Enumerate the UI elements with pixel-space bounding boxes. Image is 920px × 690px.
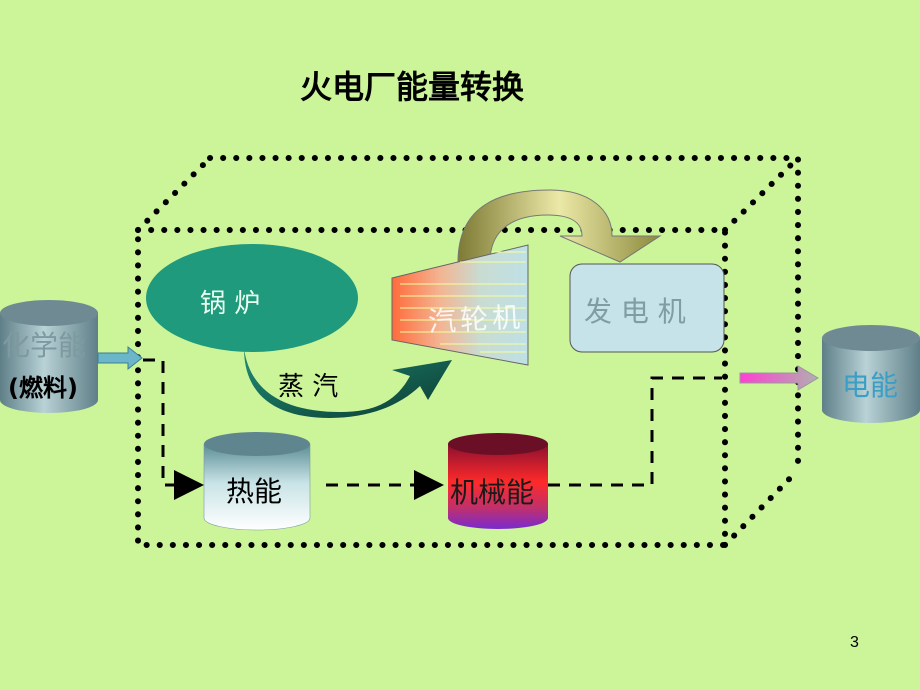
turbine-label: 汽轮机 bbox=[427, 300, 525, 339]
mechanical-to-electric-arrow bbox=[548, 376, 722, 487]
generator-label: 发 电 机 bbox=[584, 295, 686, 328]
slide-title: 火电厂能量转换 bbox=[300, 68, 525, 106]
fuel-label: (燃料) bbox=[8, 374, 78, 402]
page-number: 3 bbox=[850, 634, 859, 651]
steam-arrow bbox=[244, 348, 452, 418]
heat-energy-cylinder bbox=[203, 432, 311, 531]
dotted-box bbox=[135, 155, 801, 548]
fuel-output-arrow bbox=[97, 345, 143, 371]
chemical-energy-cylinder bbox=[0, 300, 98, 413]
boiler bbox=[146, 244, 358, 352]
boiler-label: 锅 炉 bbox=[200, 289, 261, 319]
electric-energy-cylinder bbox=[822, 325, 920, 423]
turbine bbox=[391, 244, 529, 366]
heat-energy-label: 热能 bbox=[226, 475, 283, 508]
mechanical-energy-cylinder bbox=[448, 433, 548, 529]
turbine-to-generator-arrow bbox=[457, 189, 662, 263]
output-arrow bbox=[739, 365, 819, 391]
chemical-to-heat-arrow bbox=[143, 358, 204, 500]
electric-energy-label: 电能 bbox=[842, 369, 899, 402]
mechanical-energy-label: 机械能 bbox=[450, 476, 535, 509]
chemical-energy-label: 化学能 bbox=[2, 329, 87, 362]
steam-label: 蒸 汽 bbox=[278, 372, 339, 402]
generator bbox=[569, 263, 725, 353]
